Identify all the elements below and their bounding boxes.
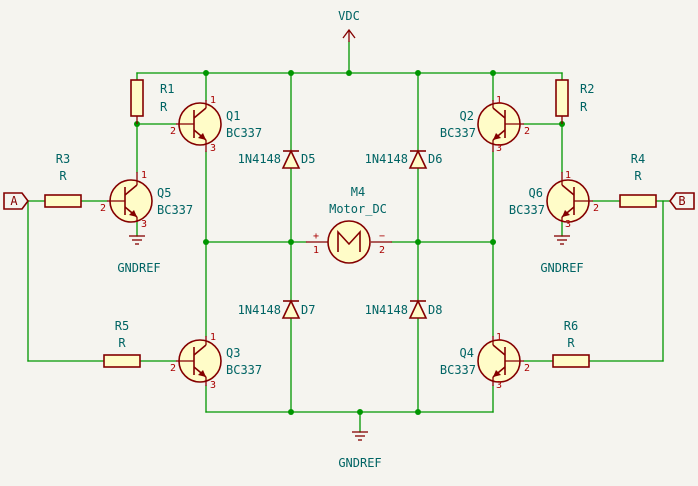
resistor-r5-ref: R5 (115, 319, 129, 333)
resistor-r6-value: R (567, 336, 575, 350)
q4-pin-1: 1 (496, 332, 502, 343)
q2-ref: Q2 (460, 109, 474, 123)
diode-d7[interactable]: 1N4148 D7 (238, 299, 316, 319)
resistor-r2-value: R (580, 100, 588, 114)
motor-minus-sign: − (379, 231, 385, 242)
motor-plus-sign: + (313, 231, 319, 242)
resistor-r5-value: R (118, 336, 126, 350)
q2-pin-2: 2 (524, 126, 530, 137)
gnd-label-q5: GNDREF (117, 261, 160, 275)
diode-d5-value: 1N4148 (238, 152, 281, 166)
resistor-r4[interactable]: R4 R (619, 152, 657, 208)
junctions (134, 70, 565, 415)
diode-d8-ref: D8 (428, 303, 442, 317)
transistor-q1[interactable]: 1 2 3 Q1 BC337 (170, 95, 262, 154)
motor-pin-1: 1 (313, 245, 319, 256)
diode-d5-ref: D5 (301, 152, 315, 166)
q1-value: BC337 (226, 126, 262, 140)
gnd-symbol-bottom[interactable]: GNDREF (338, 431, 382, 470)
motor-m4[interactable]: M4 Motor_DC + 1 − 2 (306, 185, 392, 264)
q3-pin-3: 3 (210, 380, 216, 391)
q4-pin-3: 3 (496, 380, 502, 391)
input-label-a-text: A (10, 194, 18, 208)
q6-pin-3: 3 (565, 219, 571, 230)
q3-pin-2: 2 (170, 363, 176, 374)
q2-pin-1: 1 (496, 95, 502, 106)
q4-value: BC337 (440, 363, 476, 377)
resistor-r2[interactable]: R2 R (555, 79, 594, 124)
diode-d5[interactable]: 1N4148 D5 (238, 149, 316, 169)
resistor-r4-value: R (634, 169, 642, 183)
transistor-q6[interactable]: 1 2 3 Q6 BC337 (509, 170, 599, 230)
vdc-power-symbol[interactable]: VDC (338, 9, 360, 42)
q5-pin-1: 1 (141, 170, 147, 181)
transistor-q2[interactable]: 1 2 3 Q2 BC337 (440, 95, 530, 154)
input-label-b[interactable]: B (669, 192, 695, 210)
transistor-q3[interactable]: 1 2 3 Q3 BC337 (170, 332, 262, 391)
q4-ref: Q4 (460, 346, 474, 360)
q5-value: BC337 (157, 203, 193, 217)
gnd-label-q6: GNDREF (540, 261, 583, 275)
resistor-r1[interactable]: R1 R (130, 79, 174, 124)
resistor-r6[interactable]: R6 R (552, 319, 590, 368)
diode-d8-value: 1N4148 (365, 303, 408, 317)
resistor-r2-ref: R2 (580, 82, 594, 96)
motor-pin-2: 2 (379, 245, 385, 256)
motor-ref: M4 (351, 185, 365, 199)
resistor-r1-ref: R1 (160, 82, 174, 96)
transistor-q4[interactable]: 1 2 3 Q4 BC337 (440, 332, 530, 391)
wires (27, 41, 671, 433)
vdc-label: VDC (338, 9, 360, 23)
resistor-r4-ref: R4 (631, 152, 645, 166)
diode-d7-ref: D7 (301, 303, 315, 317)
diode-d8[interactable]: 1N4148 D8 (365, 299, 443, 319)
q1-pin-2: 2 (170, 126, 176, 137)
motor-value: Motor_DC (329, 202, 387, 216)
resistor-r6-ref: R6 (564, 319, 578, 333)
q5-ref: Q5 (157, 186, 171, 200)
gnd-symbol-q6[interactable]: GNDREF (540, 235, 584, 275)
q2-value: BC337 (440, 126, 476, 140)
gnd-symbol-q5[interactable]: GNDREF (117, 235, 161, 275)
q5-pin-3: 3 (141, 219, 147, 230)
q3-pin-1: 1 (210, 332, 216, 343)
resistor-r1-value: R (160, 100, 168, 114)
q1-pin-3: 3 (210, 143, 216, 154)
q1-ref: Q1 (226, 109, 240, 123)
diode-d7-value: 1N4148 (238, 303, 281, 317)
resistor-r5[interactable]: R5 R (103, 319, 141, 368)
q4-pin-2: 2 (524, 363, 530, 374)
q3-ref: Q3 (226, 346, 240, 360)
diode-d6-value: 1N4148 (365, 152, 408, 166)
q6-pin-2: 2 (593, 203, 599, 214)
q2-pin-3: 3 (496, 143, 502, 154)
transistor-q5[interactable]: 1 2 3 Q5 BC337 (100, 170, 193, 230)
q5-pin-2: 2 (100, 203, 106, 214)
resistor-r3[interactable]: R3 R (44, 152, 82, 208)
input-label-b-text: B (678, 194, 685, 208)
q6-pin-1: 1 (565, 170, 571, 181)
q1-pin-1: 1 (210, 95, 216, 106)
q6-value: BC337 (509, 203, 545, 217)
diode-d6[interactable]: 1N4148 D6 (365, 149, 443, 169)
resistor-r3-value: R (59, 169, 67, 183)
q3-value: BC337 (226, 363, 262, 377)
gnd-label-bottom: GNDREF (338, 456, 381, 470)
q6-ref: Q6 (529, 186, 543, 200)
input-label-a[interactable]: A (3, 192, 29, 210)
resistor-r3-ref: R3 (56, 152, 70, 166)
diode-d6-ref: D6 (428, 152, 442, 166)
